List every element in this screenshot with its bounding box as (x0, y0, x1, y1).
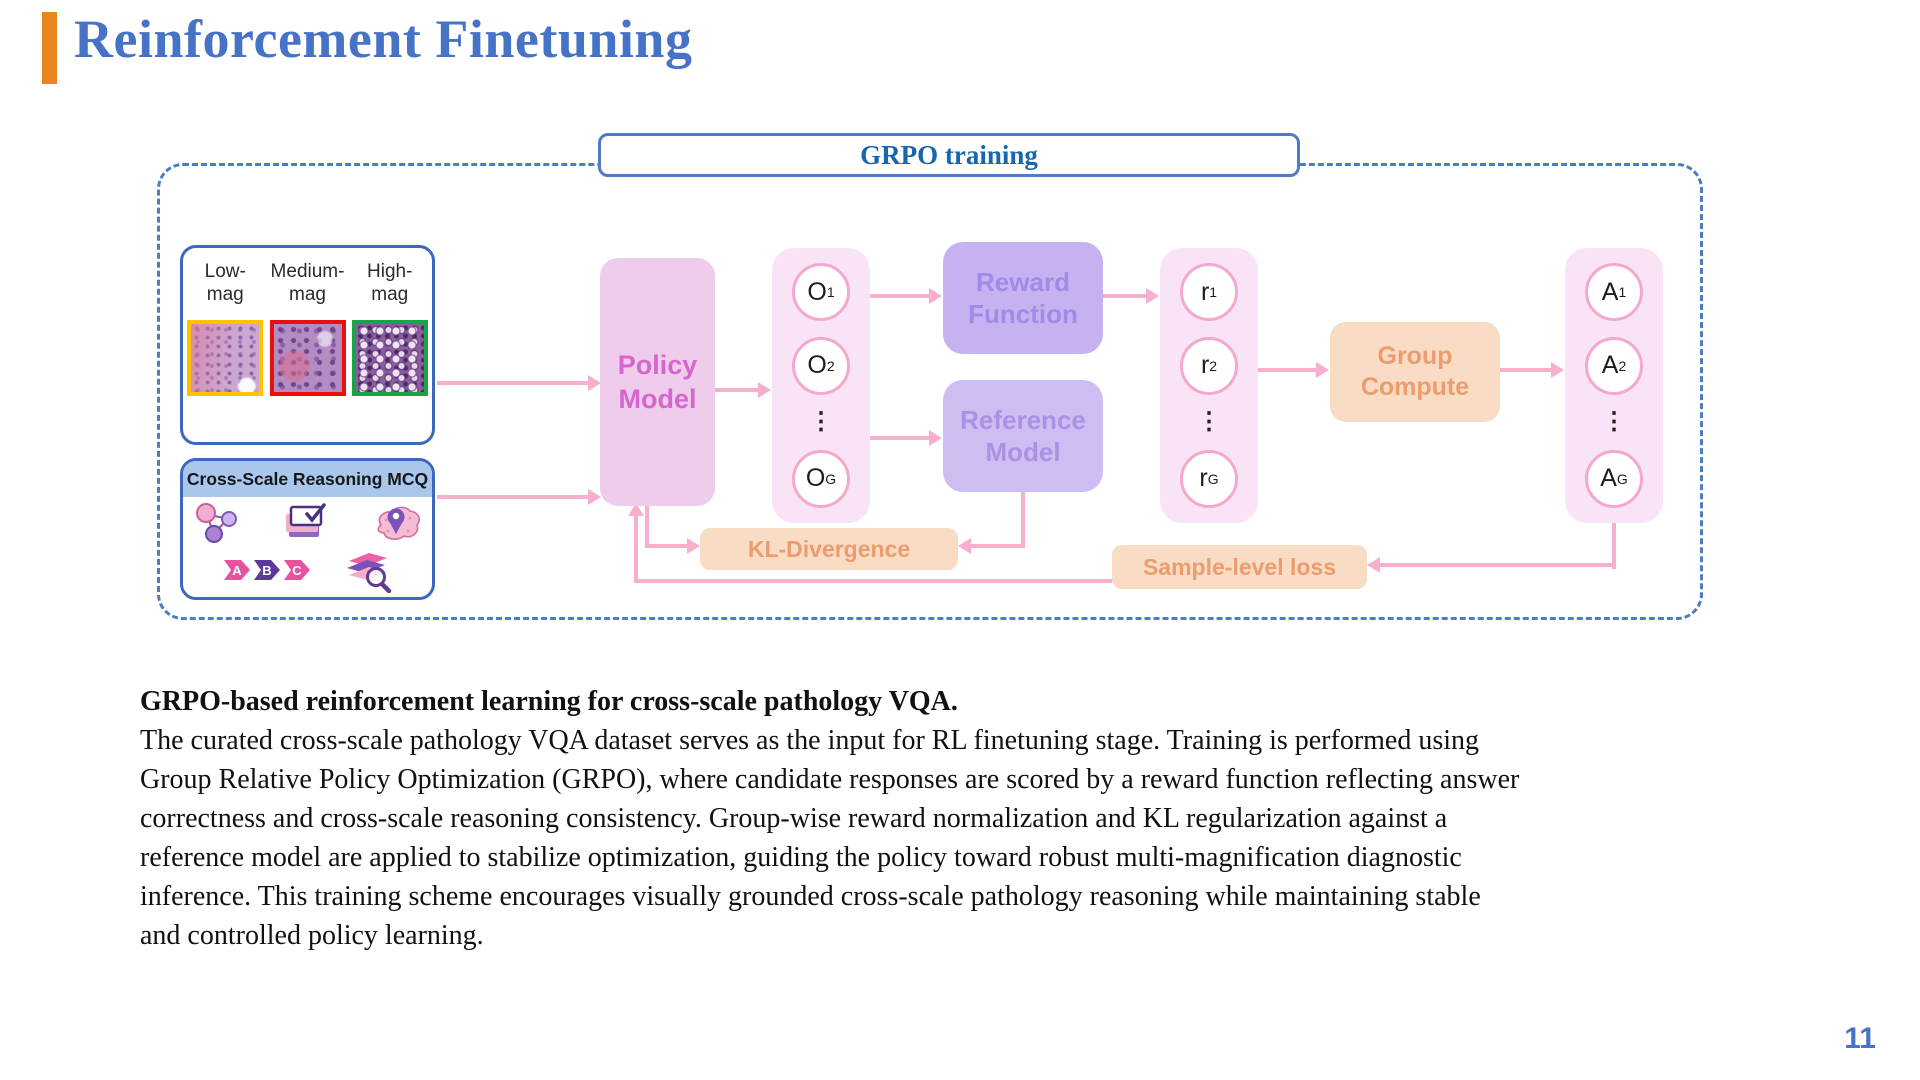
arrow-group-to-advantages-line (1500, 368, 1553, 372)
group-compute-node: Group Compute (1330, 322, 1500, 422)
arrow-policy-to-outputs-line (715, 388, 760, 392)
arrow-policy-to-kl-vline (645, 506, 649, 548)
mcq-panel-body: A B C (183, 497, 432, 597)
mcq-panel: Cross-Scale Reasoning MCQ (180, 458, 435, 600)
caption-line: and controlled policy learning. (140, 920, 484, 951)
arrow-policy-to-kl-hline (645, 544, 689, 548)
arrow-group-to-advantages-head (1551, 362, 1564, 378)
low-mag-label: Low- mag (204, 261, 246, 305)
magnification-inputs-panel: Low- mag Medium- mag High- mag (180, 245, 435, 445)
grpo-training-label-box: GRPO training (598, 133, 1300, 177)
arrow-loss-to-policy-vline (634, 514, 638, 583)
arrow-outputs-to-reference-line (870, 436, 931, 440)
arrow-mag-to-policy-head (588, 375, 601, 391)
arrow-reward-to-rewards-line (1103, 294, 1148, 298)
arrow-advantages-to-loss-head (1367, 557, 1380, 573)
title-accent-bar (42, 12, 57, 84)
mag-input-medium: Medium- mag (269, 260, 346, 442)
high-mag-label: High- mag (367, 261, 413, 305)
arrow-reference-to-kl-vline (1021, 492, 1025, 548)
rewards-ellipsis: ⋮ (1197, 408, 1221, 436)
caption-line: correctness and cross-scale reasoning co… (140, 803, 1448, 834)
caption-line: Group Relative Policy Optimization (GRPO… (140, 764, 1520, 795)
arrow-mcq-to-policy-head (588, 489, 601, 505)
arrow-outputs-to-reward-head (929, 288, 942, 304)
arrow-policy-to-outputs-head (758, 382, 771, 398)
reference-model-node: Reference Model (943, 380, 1103, 492)
arrow-mag-to-policy-line (437, 381, 590, 385)
slide-title: Reinforcement Finetuning (74, 9, 693, 69)
checklist-icon (285, 503, 326, 537)
high-mag-histology-image (351, 320, 428, 396)
mcq-panel-title: Cross-Scale Reasoning MCQ (183, 461, 432, 497)
caption-line: The curated cross-scale pathology VQA da… (140, 725, 1480, 756)
svg-text:A: A (232, 563, 242, 578)
arrow-outputs-to-reference-head (929, 430, 942, 446)
mag-input-low: Low- mag (187, 260, 264, 442)
mag-input-high: High- mag (351, 260, 428, 442)
outputs-ellipsis: ⋮ (809, 408, 833, 436)
sample-level-loss-node: Sample-level loss (1112, 545, 1367, 589)
arrow-policy-to-kl-head (687, 538, 700, 554)
mcq-icon-row-2: A B C (193, 547, 422, 593)
arrow-loss-to-policy-head (628, 503, 644, 516)
molecule-icon (196, 503, 237, 543)
arrow-reference-to-kl-hline (971, 544, 1025, 548)
arrow-outputs-to-reward-line (870, 294, 931, 298)
caption-line: reference model are applied to stabilize… (140, 842, 1462, 873)
grpo-training-label: GRPO training (860, 139, 1038, 170)
arrow-advantages-to-loss-hline (1380, 563, 1616, 567)
medium-mag-label: Medium- mag (270, 261, 345, 305)
caption-heading: GRPO-based reinforcement learning for cr… (140, 686, 958, 717)
svg-text:B: B (262, 563, 271, 578)
svg-text:C: C (292, 563, 302, 578)
magnifier-stack-icon (347, 553, 392, 593)
caption-block: GRPO-based reinforcement learning for cr… (140, 682, 1820, 955)
arrow-rewards-to-group-head (1316, 362, 1329, 378)
arrow-loss-to-policy-hline (634, 579, 1112, 583)
map-pin-blob-icon (377, 506, 420, 540)
abc-options-icon: A B C (224, 559, 310, 580)
arrow-mcq-to-policy-line (437, 495, 588, 499)
reward-function-node: Reward Function (943, 242, 1103, 354)
kl-divergence-node: KL-Divergence (700, 528, 958, 570)
medium-mag-histology-image (269, 320, 346, 396)
caption-line: inference. This training scheme encourag… (140, 881, 1481, 912)
advantages-ellipsis: ⋮ (1602, 408, 1626, 436)
low-mag-histology-image (187, 320, 264, 396)
mcq-icon-row-1 (193, 502, 422, 544)
arrow-rewards-to-group-line (1258, 368, 1318, 372)
arrow-reward-to-rewards-head (1146, 288, 1159, 304)
policy-model-node: Policy Model (600, 258, 715, 506)
page-number: 11 (1844, 1022, 1876, 1055)
arrow-reference-to-kl-head (958, 538, 971, 554)
arrow-advantages-to-loss-vline (1612, 523, 1616, 569)
